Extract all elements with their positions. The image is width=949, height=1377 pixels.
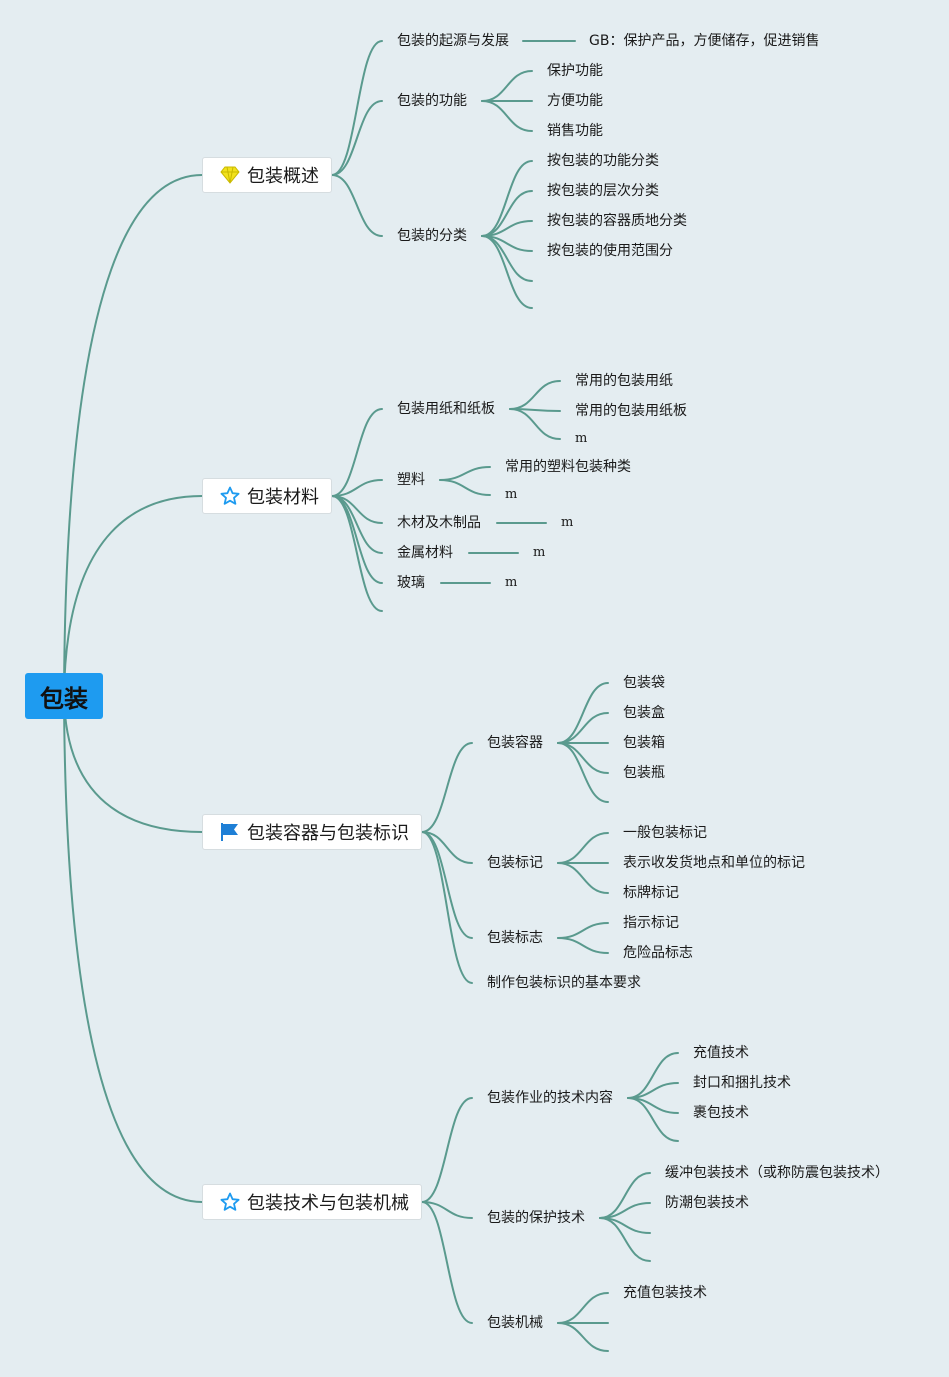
topic-materials[interactable]: 包装材料 — [202, 478, 332, 514]
paper-item[interactable]: m — [575, 431, 588, 446]
topic-tech[interactable]: 包装技术与包装机械 — [202, 1184, 422, 1220]
tech-connector — [421, 1201, 473, 1219]
subtopic-plastic[interactable]: 塑料 — [397, 472, 425, 488]
topic-overview[interactable]: 包装概述 — [202, 157, 332, 193]
containers-connector — [557, 937, 609, 954]
materials-connector — [331, 408, 383, 497]
materials-connector — [331, 479, 383, 497]
star-icon — [219, 485, 241, 507]
classify-item[interactable]: 按包装的功能分类 — [547, 153, 659, 169]
metal-item[interactable]: m — [533, 545, 546, 560]
wood-item[interactable]: m — [561, 515, 574, 530]
tech-connector — [421, 1097, 473, 1203]
materials-connector — [439, 479, 491, 496]
glass-item[interactable]: m — [505, 575, 518, 590]
paper-item[interactable]: 常用的包装用纸 — [575, 373, 673, 389]
subtopic-requirement[interactable]: 制作包装标识的基本要求 — [487, 975, 641, 991]
materials-connector — [509, 380, 561, 410]
tech-connector — [599, 1217, 651, 1262]
subtopic-classify[interactable]: 包装的分类 — [397, 228, 467, 244]
materials-connector — [331, 495, 383, 554]
mark-item[interactable]: 一般包装标记 — [623, 825, 707, 841]
root-connector — [63, 174, 203, 697]
subtopic-container[interactable]: 包装容器 — [487, 735, 543, 751]
classify-item[interactable]: 按包装的使用范围分 — [547, 243, 673, 259]
overview-connector — [331, 40, 383, 176]
overview-connector — [331, 100, 383, 176]
containers-connector — [557, 742, 609, 803]
protect-item[interactable]: 防潮包装技术 — [665, 1195, 749, 1211]
overview-connector — [331, 174, 383, 237]
topic-overview-label: 包装概述 — [247, 166, 319, 187]
containers-connector — [557, 682, 609, 744]
containers-connector — [557, 742, 609, 774]
overview-connector — [481, 235, 533, 309]
subtopic-gb[interactable]: GB：保护产品，方便储存，促进销售 — [589, 33, 820, 49]
container-item[interactable]: 包装盒 — [623, 705, 665, 721]
subtopic-paper[interactable]: 包装用纸和纸板 — [397, 401, 495, 417]
containers-connector — [421, 742, 473, 833]
containers-connector — [557, 832, 609, 864]
root-connector — [63, 695, 203, 1203]
overview-connector — [481, 70, 533, 102]
containers-connector — [421, 831, 473, 984]
subtopic-glass[interactable]: 玻璃 — [397, 575, 425, 591]
topic-materials-label: 包装材料 — [247, 487, 319, 508]
mark-item[interactable]: 标牌标记 — [623, 885, 679, 901]
diamond-icon — [219, 164, 241, 186]
subtopic-origin[interactable]: 包装的起源与发展 — [397, 33, 509, 49]
subtopic-wood[interactable]: 木材及木制品 — [397, 515, 481, 531]
subtopic-sign[interactable]: 包装标志 — [487, 930, 543, 946]
flag-icon — [219, 821, 241, 843]
star-icon — [219, 1191, 241, 1213]
root-connector — [63, 695, 203, 833]
function-item[interactable]: 方便功能 — [547, 93, 603, 109]
root-topic[interactable]: 包装 — [25, 673, 103, 719]
container-item[interactable]: 包装袋 — [623, 675, 665, 691]
container-item[interactable]: 包装箱 — [623, 735, 665, 751]
function-item[interactable]: 保护功能 — [547, 63, 603, 79]
tech-connector — [557, 1322, 609, 1352]
subtopic-metal[interactable]: 金属材料 — [397, 545, 453, 561]
plastic-item[interactable]: 常用的塑料包装种类 — [505, 459, 631, 475]
plastic-item[interactable]: m — [505, 487, 518, 502]
containers-connector — [421, 831, 473, 864]
mark-item[interactable]: 表示收发货地点和单位的标记 — [623, 855, 805, 871]
containers-connector — [557, 922, 609, 939]
subtopic-machine[interactable]: 包装机械 — [487, 1315, 543, 1331]
tech-content-item[interactable]: 封口和捆扎技术 — [693, 1075, 791, 1091]
classify-item[interactable]: 按包装的层次分类 — [547, 183, 659, 199]
topic-containers[interactable]: 包装容器与包装标识 — [202, 814, 422, 850]
tech-connector — [421, 1201, 473, 1324]
machine-item[interactable]: 充值包装技术 — [623, 1285, 707, 1301]
overview-connector — [481, 100, 533, 132]
tech-content-item[interactable]: 裹包技术 — [693, 1105, 749, 1121]
materials-connector — [439, 466, 491, 481]
sign-item[interactable]: 危险品标志 — [623, 945, 693, 961]
subtopic-mark[interactable]: 包装标记 — [487, 855, 543, 871]
root-connector — [63, 495, 203, 697]
tech-connector — [627, 1097, 679, 1142]
overview-connector — [481, 160, 533, 237]
containers-connector — [557, 862, 609, 894]
materials-connector — [509, 408, 561, 440]
protect-item[interactable]: 缓冲包装技术（或称防震包装技术） — [665, 1165, 889, 1181]
topic-containers-label: 包装容器与包装标识 — [247, 823, 409, 844]
subtopic-protect[interactable]: 包装的保护技术 — [487, 1210, 585, 1226]
container-item[interactable]: 包装瓶 — [623, 765, 665, 781]
function-item[interactable]: 销售功能 — [547, 123, 603, 139]
subtopic-tech-content[interactable]: 包装作业的技术内容 — [487, 1090, 613, 1106]
sign-item[interactable]: 指示标记 — [623, 915, 679, 931]
classify-item[interactable]: 按包装的容器质地分类 — [547, 213, 687, 229]
tech-content-item[interactable]: 充值技术 — [693, 1045, 749, 1061]
subtopic-function[interactable]: 包装的功能 — [397, 93, 467, 109]
containers-connector — [557, 712, 609, 744]
topic-tech-label: 包装技术与包装机械 — [247, 1193, 409, 1214]
paper-item[interactable]: 常用的包装用纸板 — [575, 403, 687, 419]
tech-connector — [557, 1292, 609, 1324]
materials-connector — [331, 495, 383, 612]
